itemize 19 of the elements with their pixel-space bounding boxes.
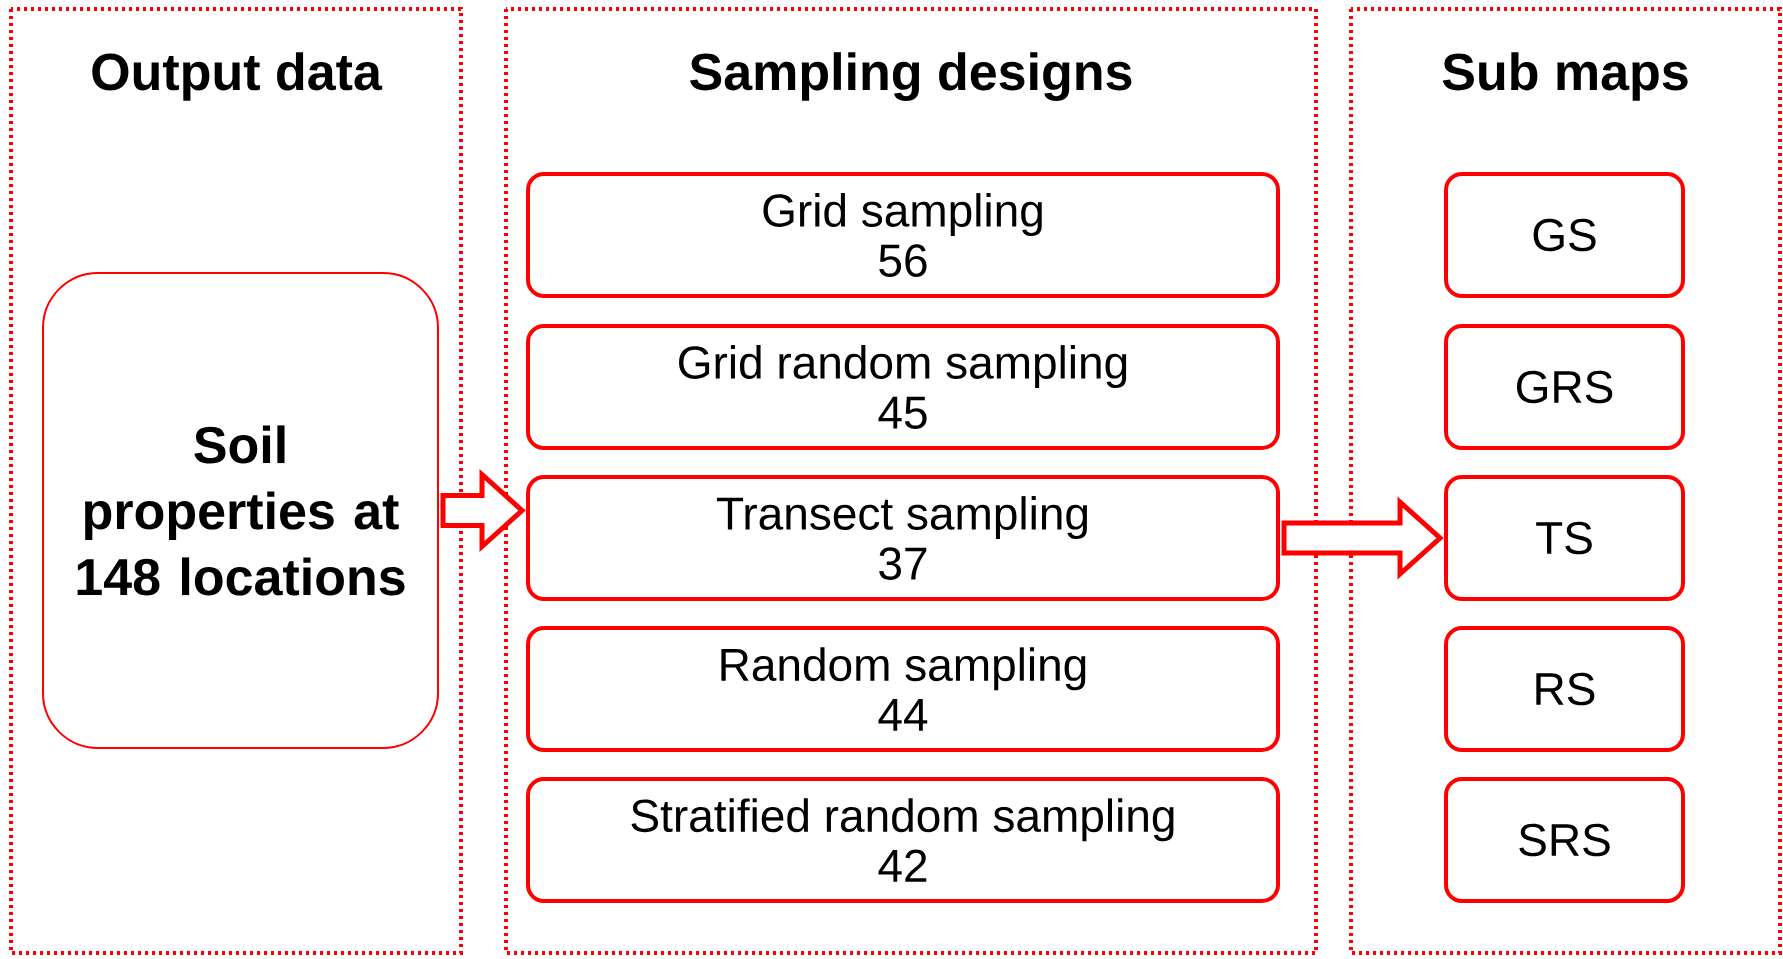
- sampling-box: Grid random sampling 45: [526, 324, 1280, 450]
- panel-heading: Output data: [92, 52, 383, 101]
- map-box: GRS: [1444, 324, 1685, 450]
- panel-heading: Sub maps: [1442, 52, 1688, 101]
- sampling-box: Transect sampling 37: [526, 475, 1280, 601]
- map-box: GS: [1444, 172, 1685, 298]
- dotted-panel: [1349, 7, 1782, 955]
- sampling-box: Grid sampling 56: [526, 172, 1280, 298]
- dotted-panel: [504, 7, 1318, 955]
- block-arrow: [1281, 496, 1444, 580]
- map-box: RS: [1444, 626, 1685, 752]
- sampling-box: Stratified random sampling 42: [526, 777, 1280, 903]
- dotted-panel: [9, 7, 463, 955]
- sampling-box: Random sampling 44: [526, 626, 1280, 752]
- panel-heading: Sampling designs: [690, 52, 1132, 101]
- rounded-box: Soil properties at 148 locations: [42, 272, 439, 749]
- map-box: TS: [1444, 475, 1685, 601]
- map-box: SRS: [1444, 777, 1685, 903]
- block-arrow: [440, 468, 526, 553]
